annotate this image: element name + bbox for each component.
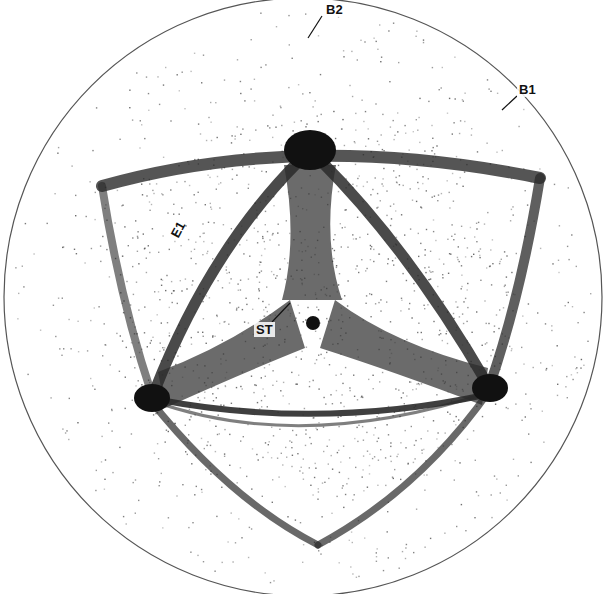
band-label: ST [254, 322, 275, 337]
speckle-noise [15, 13, 591, 584]
pole-spots [134, 130, 508, 412]
leader-lines [272, 16, 517, 322]
band-label: B1 [517, 82, 538, 97]
band-label: B2 [324, 2, 345, 17]
pattern-rim [4, 0, 602, 594]
kikuchi-bands [102, 156, 540, 545]
band-label: E1 [167, 217, 190, 242]
